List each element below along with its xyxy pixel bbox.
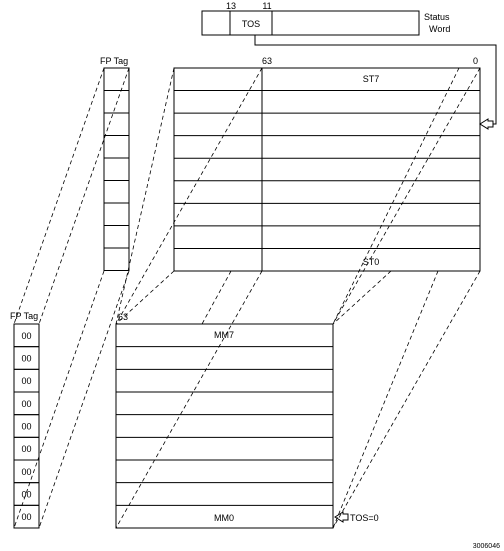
status-word-label-line2: Word bbox=[429, 24, 450, 34]
fp-tag-top-cell bbox=[103, 112, 130, 136]
status-bit-11-label: 11 bbox=[262, 1, 271, 11]
fp-tag-value: 00 bbox=[21, 354, 31, 364]
mmx-bit-63-label: 63 bbox=[118, 312, 128, 322]
tos-zero-note: TOS=0 bbox=[350, 513, 379, 523]
fp-tag-value: 00 bbox=[21, 467, 31, 477]
fp-tag-top-cell bbox=[103, 157, 130, 181]
fp-tag-value: 00 bbox=[21, 444, 31, 454]
x87-bit-0-label: 0 bbox=[473, 56, 478, 66]
tos-pointer-arrow bbox=[254, 35, 497, 130]
fp-tag-top: FP Tag bbox=[100, 56, 130, 271]
fp-tag-value: 00 bbox=[21, 331, 31, 341]
fp-tag-value: 00 bbox=[21, 490, 31, 500]
fp-tag-bottom: FP Tag 00 00 00 00 00 00 00 00 00 bbox=[10, 311, 40, 529]
fp-tag-value: 00 bbox=[21, 376, 31, 386]
fp-tag-top-cell bbox=[103, 247, 130, 271]
fp-tag-top-cell bbox=[103, 135, 130, 159]
fp-tag-top-cell bbox=[103, 90, 130, 114]
mmx-registers: 63 MM7 MM0 TOS=0 bbox=[115, 312, 379, 529]
x87-register-stack: 63 0 ST7 ST0 bbox=[173, 56, 481, 272]
mm0-label: MM0 bbox=[214, 513, 234, 523]
status-word-label-line1: Status bbox=[424, 12, 450, 22]
fp-tag-value: 00 bbox=[21, 399, 31, 409]
st7-label: ST7 bbox=[363, 74, 380, 84]
status-bit-13-label: 13 bbox=[226, 1, 236, 11]
mm7-label: MM7 bbox=[214, 330, 234, 340]
mm0-tos-arrow-icon bbox=[334, 511, 349, 523]
status-word-box bbox=[201, 10, 420, 36]
fp-tag-value: 00 bbox=[21, 512, 31, 522]
fp-tag-top-cell bbox=[103, 180, 130, 204]
fp-tag-value: 00 bbox=[21, 422, 31, 432]
tos-pointer-arrowhead-icon bbox=[479, 118, 494, 130]
tos-field-label: TOS bbox=[242, 19, 260, 29]
figure-id: 3006046 bbox=[473, 543, 500, 550]
fp-tag-top-cell bbox=[103, 225, 130, 249]
fp-tag-top-cell bbox=[103, 67, 130, 91]
status-word: TOS 13 11 Status Word bbox=[201, 1, 450, 36]
mmx-registers-outline bbox=[115, 323, 334, 529]
mapping-connector-lines bbox=[13, 67, 481, 529]
fp-tag-bottom-cell bbox=[13, 504, 40, 529]
fp-tag-top-title: FP Tag bbox=[100, 56, 128, 66]
fp-tag-bottom-title: FP Tag bbox=[10, 311, 38, 321]
x87-stack-outline bbox=[173, 67, 481, 272]
fp-tag-top-cell bbox=[103, 202, 130, 226]
st0-label: ST0 bbox=[363, 257, 380, 267]
x87-bit-63-label: 63 bbox=[262, 56, 272, 66]
